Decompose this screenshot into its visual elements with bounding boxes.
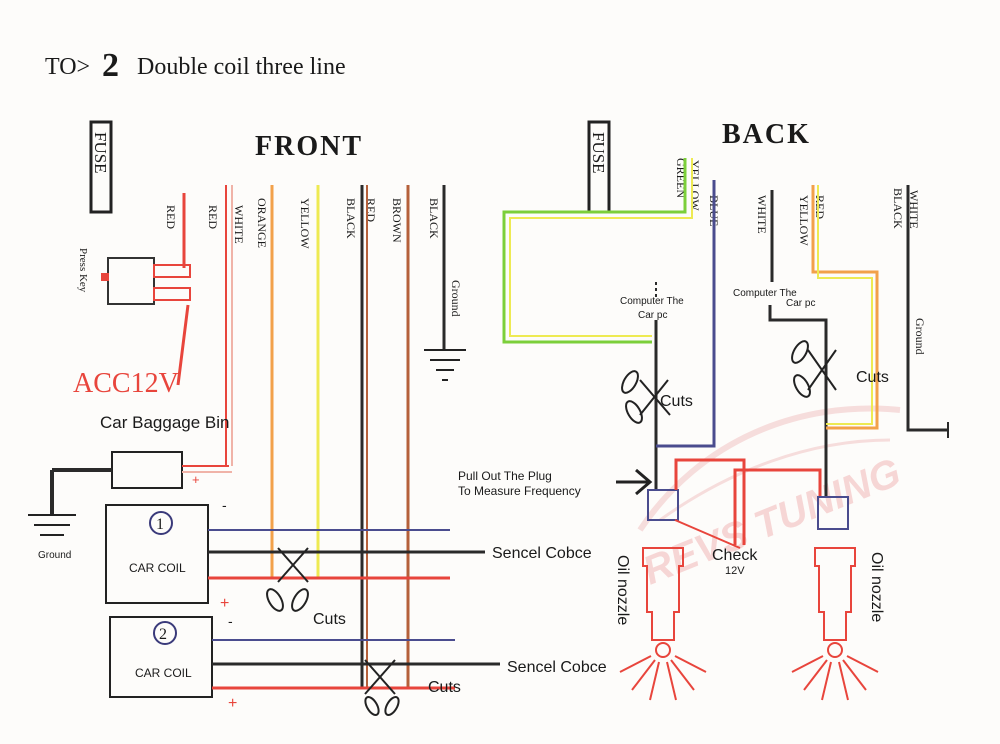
back-fuse: FUSE [587, 120, 611, 214]
coil-1-minus: - [222, 497, 227, 513]
watermark-swoosh-2 [659, 438, 891, 522]
header-title: Double coil three line [137, 54, 346, 80]
computer-label-1-line2: Car pc [638, 310, 667, 321]
wire-red-acc-tail [176, 304, 190, 386]
check-label: Check [712, 547, 758, 564]
press-key-label: Press Key [77, 248, 89, 293]
coil-2-label: CAR COIL [135, 666, 192, 680]
coil-2-wires [212, 639, 500, 690]
front-wire-label-black: BLACK [344, 198, 358, 239]
watermark-swoosh [637, 405, 901, 532]
front-wire-label-red-2: RED [206, 205, 220, 229]
baggage-bin-box [111, 451, 183, 489]
coil-1-number: 1 [156, 516, 164, 533]
back-wire-label-yellow: YELLOW [688, 160, 702, 211]
coil-1-plus: + [220, 595, 229, 612]
injector-plug-1 [647, 489, 679, 521]
check-voltage: 12V [725, 565, 745, 577]
coil-2-minus: - [228, 613, 233, 629]
cuts-scissors-2-icon [364, 659, 400, 717]
baggage-bin [50, 451, 232, 515]
coil-2-plus: + [228, 695, 237, 712]
pull-plug-line1: Pull Out The Plug [458, 469, 552, 483]
coil-1-box [105, 504, 209, 604]
press-key-button [101, 273, 109, 281]
oil-nozzle-1-icon [619, 547, 707, 701]
coil-1-wires [208, 529, 485, 580]
front-ground-symbol [424, 349, 466, 381]
front-fuse: FUSE [89, 120, 113, 214]
back-ground-label: Ground [913, 318, 927, 355]
coil-1-label: CAR COIL [129, 561, 186, 575]
computer-label-2-line2: Car pc [786, 298, 815, 309]
header-number: 2 [102, 47, 119, 84]
back-black-wire [768, 305, 828, 497]
baggage-label: Car Baggage Bin [100, 413, 229, 432]
back-blue-wire [656, 180, 716, 448]
front-wire-label-red-1: RED [164, 205, 178, 229]
back-cuts-label-2: Cuts [856, 369, 889, 386]
front-wire-label-orange: ORANGE [255, 198, 269, 248]
oil-nozzle-label-1: Oil nozzle [614, 555, 631, 625]
back-wire-labels: YELLOW GREEN BLUE WHITE YELLOW RED BLACK… [674, 158, 921, 246]
car-coil-1: 1 CAR COIL [105, 504, 209, 604]
oil-nozzle-2-icon [791, 547, 879, 701]
cuts-label-2: Cuts [428, 679, 461, 696]
front-wire-label-black-2: BLACK [427, 198, 441, 239]
back-heading: BACK [722, 119, 811, 150]
back-check-wiring [674, 458, 822, 549]
front-wire-label-brown: BROWN [390, 198, 404, 243]
coil-2-circle [153, 621, 177, 645]
back-green-wire [502, 158, 693, 344]
back-ground-wire [906, 185, 948, 432]
cuts-label-1: Cuts [313, 611, 346, 628]
oil-nozzle-label-2: Oil nozzle [868, 552, 885, 622]
acc-label: ACC12V [73, 368, 179, 399]
coil-2-box [109, 616, 213, 698]
coil-2-number: 2 [159, 626, 167, 643]
pull-plug-arrow-icon [616, 468, 653, 496]
back-orange-wire [811, 185, 879, 430]
header-prefix: TO> [45, 54, 90, 80]
left-ground-symbol [28, 514, 76, 536]
computer-label-1-line1: Computer The [620, 296, 684, 307]
left-ground-label: Ground [38, 550, 71, 561]
cuts-scissors-1-icon [266, 547, 309, 612]
computer-label-2-line1: Computer The [733, 288, 797, 299]
back-wire-label-white: WHITE [755, 195, 769, 234]
front-fuse-label: FUSE [91, 132, 110, 174]
back-wire-label-black: BLACK [891, 188, 905, 229]
front-fuse-box [89, 120, 113, 214]
front-wires [176, 185, 446, 688]
pull-plug-line2: To Measure Frequency [458, 484, 581, 498]
press-key-box [107, 257, 155, 305]
front-ground-label: Ground [449, 280, 463, 317]
back-right-circuit [768, 185, 949, 497]
back-cuts-scissors-2-icon [791, 340, 837, 398]
car-coil-2: 2 CAR COIL [109, 616, 213, 698]
back-fuse-label: FUSE [589, 132, 608, 174]
front-heading: FRONT [255, 131, 363, 162]
back-cuts-scissors-1-icon [621, 370, 671, 424]
page-header: TO> 2 Double coil three line [45, 47, 346, 84]
front-wire-label-yellow: YELLOW [298, 198, 312, 249]
baggage-plus: + [192, 472, 200, 487]
back-left-circuit [654, 180, 716, 490]
press-key-switch [101, 257, 191, 305]
sencel-label-2: Sencel Cobce [507, 659, 607, 676]
front-wire-labels: RED RED WHITE ORANGE YELLOW BLACK RED BR… [164, 198, 441, 249]
coil-1-circle [149, 511, 173, 535]
injector-plug-2 [817, 496, 849, 530]
front-wire-label-white: WHITE [232, 205, 246, 244]
sencel-label-1: Sencel Cobce [492, 545, 592, 562]
back-wire-label-white-2: WHITE [907, 190, 921, 229]
back-wire-label-red: RED [813, 195, 827, 219]
back-wire-label-yellow-2: YELLOW [797, 195, 811, 246]
back-cuts-label-1: Cuts [660, 393, 693, 410]
